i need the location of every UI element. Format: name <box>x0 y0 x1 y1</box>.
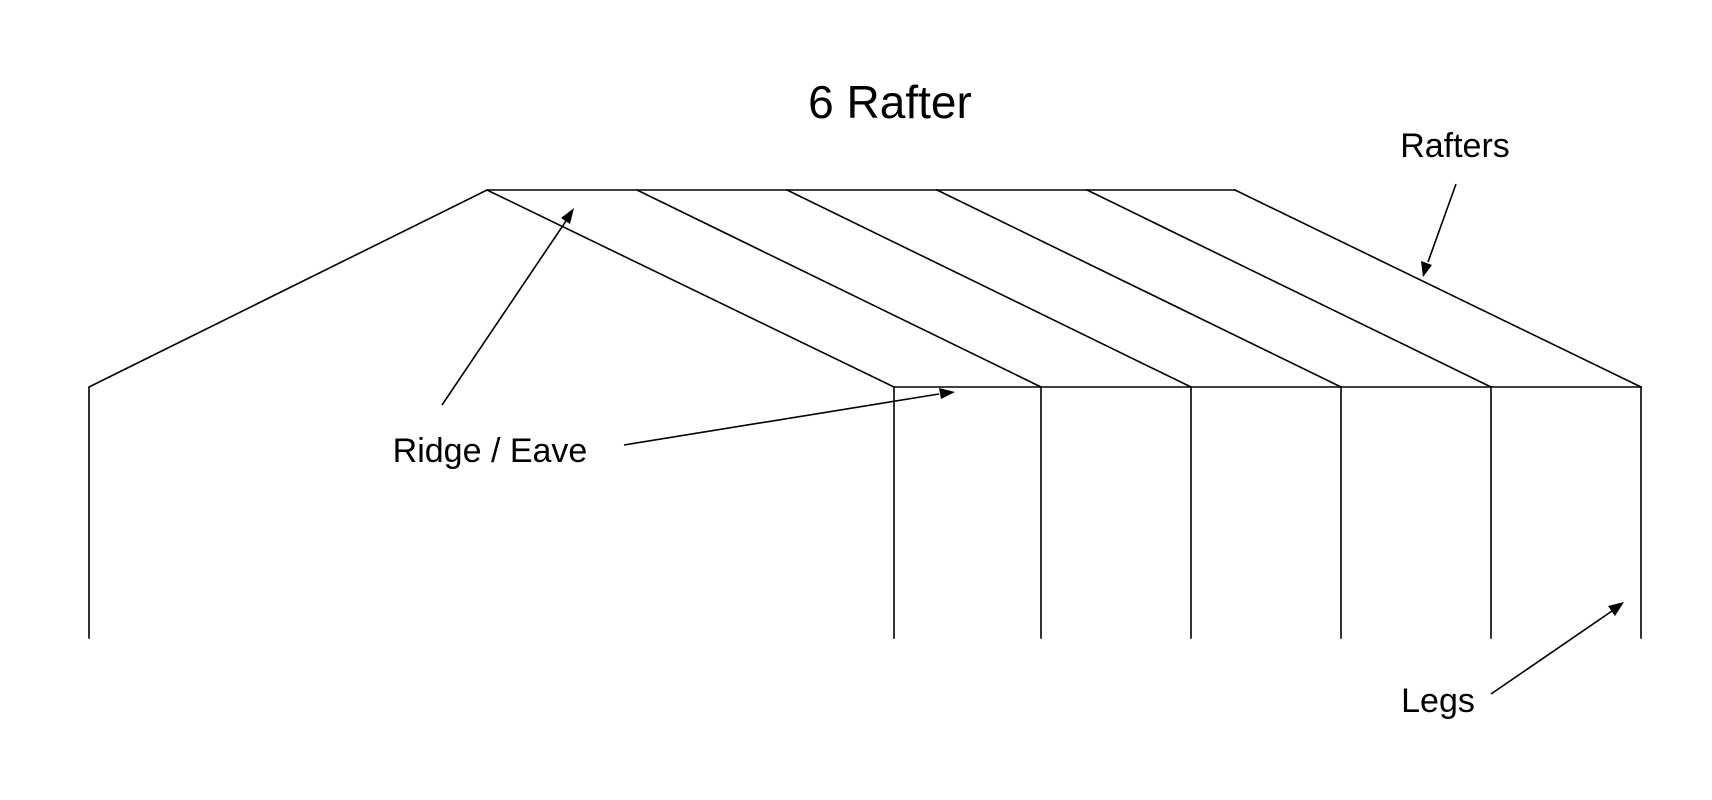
rafters-arrowhead-icon <box>1421 261 1432 277</box>
ridge-pointer-line <box>441 220 567 406</box>
ridge-eave-callout: Ridge / Eave <box>393 208 955 470</box>
legs-arrowhead-icon <box>1608 602 1624 616</box>
legs-callout: Legs <box>1401 602 1624 720</box>
legs-label: Legs <box>1401 682 1475 720</box>
tent-frame <box>88 188 1643 639</box>
rafters-label: Rafters <box>1400 127 1510 165</box>
rafter-6 <box>1233 188 1643 389</box>
eave-pointer-line <box>623 393 940 446</box>
legs-pointer-line <box>1490 610 1613 695</box>
rafters-pointer-line <box>1427 183 1457 263</box>
eave-arrowhead-icon <box>939 388 955 399</box>
rafters-callout: Rafters <box>1400 127 1510 277</box>
rafter-5 <box>1085 188 1493 389</box>
rafter-3 <box>785 188 1193 389</box>
ridge-eave-label: Ridge / Eave <box>393 432 588 470</box>
ridge-arrowhead-icon <box>561 208 574 224</box>
rafter-4 <box>935 188 1343 389</box>
diagram-title: 6 Rafter <box>808 76 972 128</box>
rafter-2 <box>635 188 1043 389</box>
